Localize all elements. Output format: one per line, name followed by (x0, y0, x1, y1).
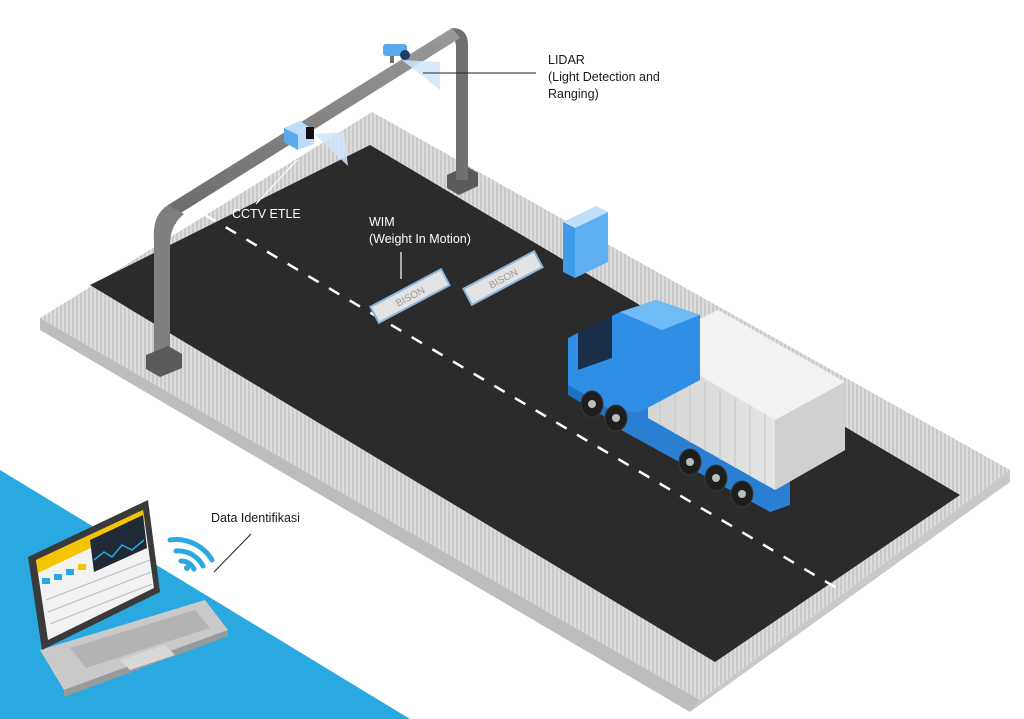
lidar-label-line-2: (Light Detection and (548, 70, 660, 84)
roadside-cabinet-icon (563, 206, 608, 278)
wim-label: WIM (Weight In Motion) (369, 214, 471, 248)
wifi-icon (167, 537, 215, 572)
lidar-label-line-3: Ranging) (548, 87, 599, 101)
cctv-camera-icon (284, 121, 348, 166)
lidar-camera-icon (383, 44, 440, 90)
lidar-label-line-1: LIDAR (548, 53, 585, 67)
wim-label-line-2: (Weight In Motion) (369, 232, 471, 246)
laptop-icon (28, 500, 228, 697)
cctv-label: CCTV ETLE (232, 206, 301, 223)
data-identifikasi-text: Data Identifikasi (211, 511, 300, 525)
cctv-leader-line (255, 159, 298, 205)
cctv-label-text: CCTV ETLE (232, 207, 301, 221)
data-leader-line (213, 533, 252, 573)
lane-divider (204, 213, 841, 592)
truck-icon (568, 300, 845, 512)
data-identifikasi-label: Data Identifikasi (211, 510, 300, 527)
lidar-label: LIDAR (Light Detection and Ranging) (548, 52, 660, 103)
wim-label-line-1: WIM (369, 215, 395, 229)
gantry (146, 28, 478, 377)
